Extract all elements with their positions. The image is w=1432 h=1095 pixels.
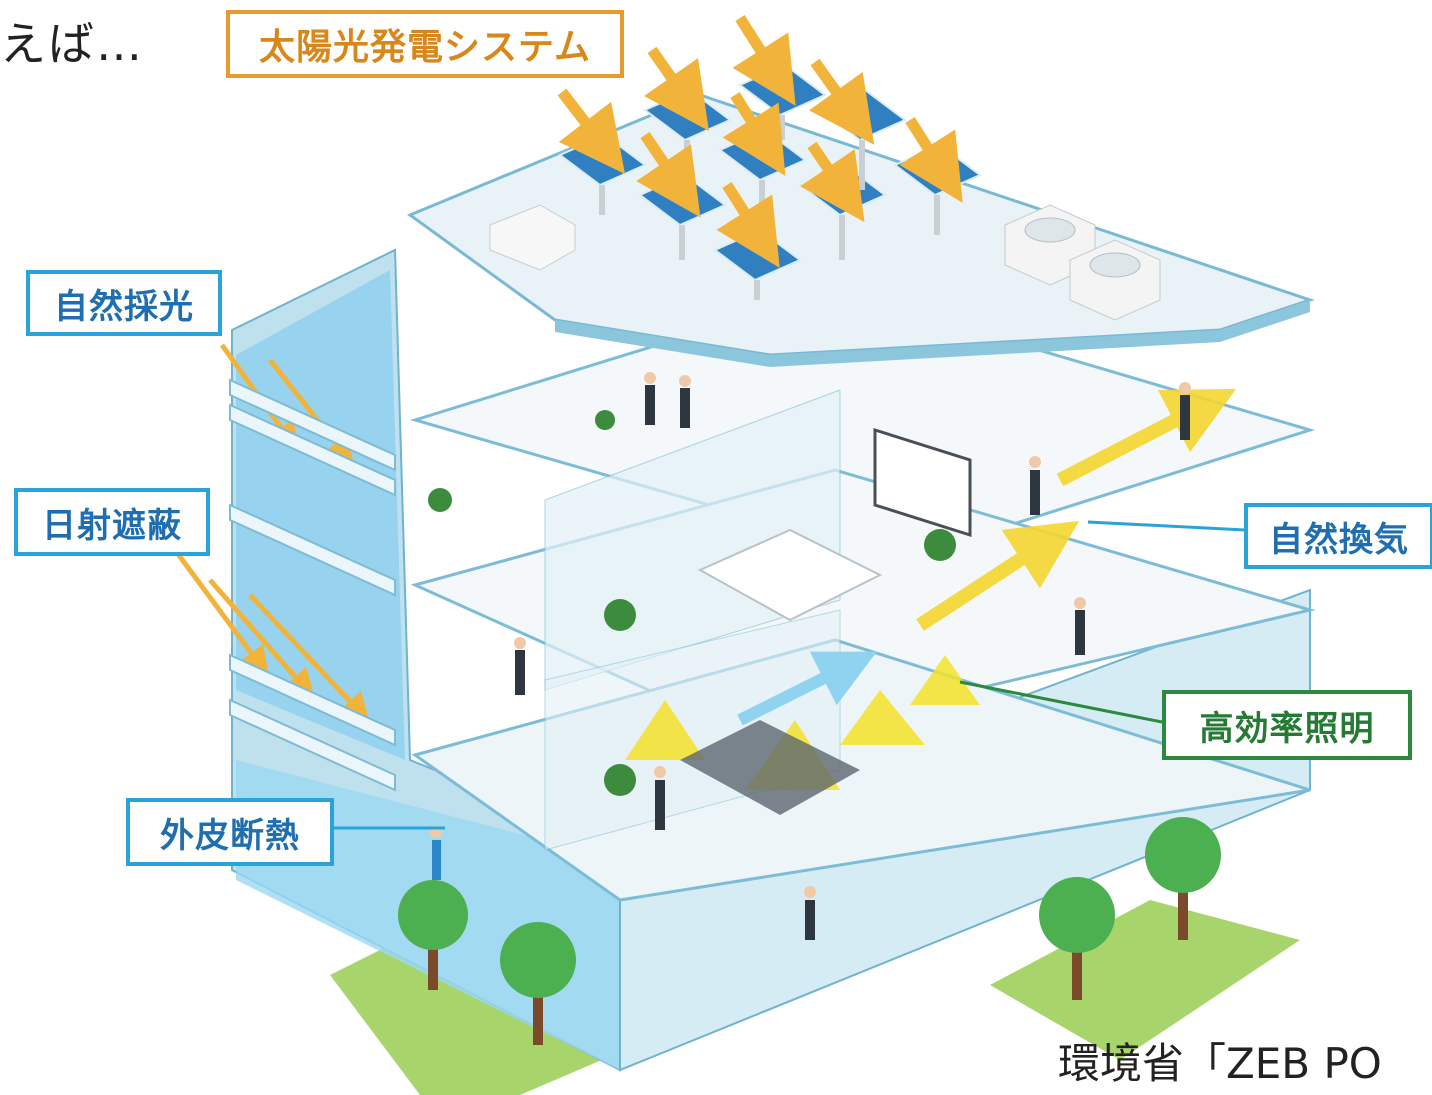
person-icon: [430, 372, 1191, 940]
label-solar-shading: 日射遮蔽: [14, 488, 210, 556]
label-high-efficiency-lighting: 高効率照明: [1162, 690, 1412, 760]
label-envelope-insulation: 外皮断熱: [126, 798, 334, 866]
ventilation-leader: [1087, 520, 1246, 532]
facade-louvers: [229, 378, 396, 792]
ac-unit-icon: [1004, 204, 1161, 321]
roof-box-icon: [489, 204, 576, 271]
roof-edge: [555, 300, 1310, 367]
label-natural-ventilation: 自然換気: [1244, 503, 1432, 569]
source-credit: 環境省「ZEB PO: [1058, 1039, 1382, 1088]
seating-block: [680, 720, 860, 815]
meeting-table: [697, 528, 883, 622]
lighting-leader: [959, 680, 1163, 724]
label-natural-daylight: 自然採光: [26, 270, 222, 336]
label-solar-power-system: 太陽光発電システム: [226, 10, 624, 78]
presentation-screen: [873, 427, 972, 538]
shading-arrows: [172, 548, 371, 723]
plant-icon: [428, 410, 956, 796]
glass-facade: [236, 270, 405, 760]
grass-right: [990, 900, 1300, 1060]
heading-partial: えば…: [0, 17, 144, 71]
tree-icon: [398, 817, 1221, 1045]
sun-arrow-icon: [557, 15, 963, 268]
